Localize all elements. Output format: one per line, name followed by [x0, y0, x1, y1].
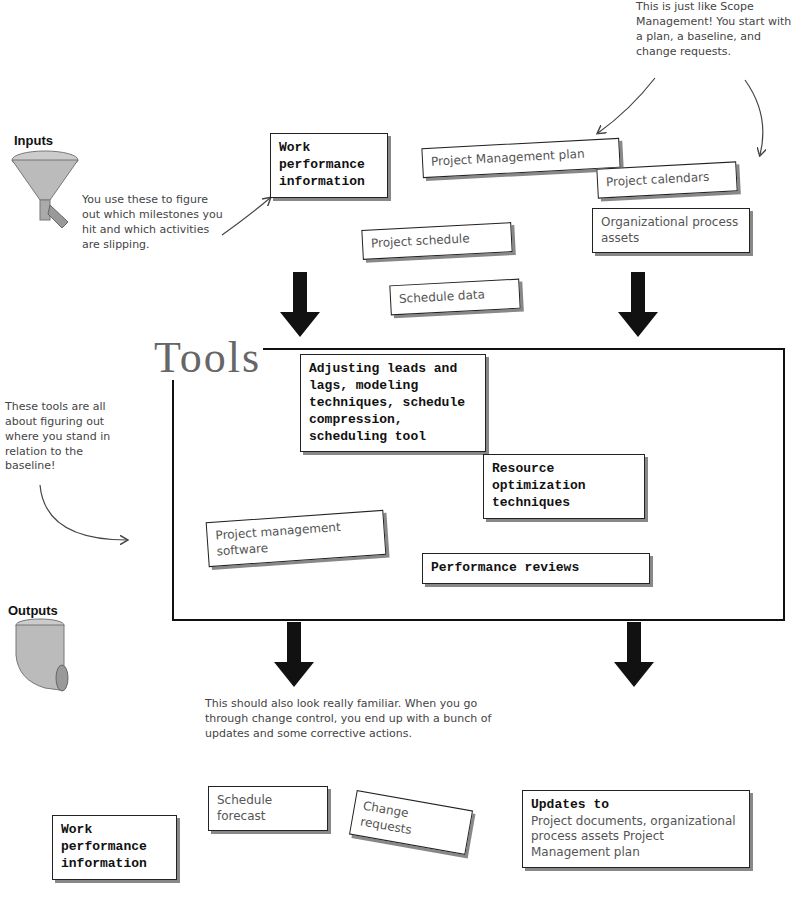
box-text: Schedule data	[399, 286, 512, 307]
section-label: Inputs	[14, 133, 94, 148]
funnel-icon	[12, 151, 78, 228]
box-text: Updates to	[531, 797, 741, 814]
box-text: Work performance information	[279, 140, 379, 191]
box-text: Adjusting leads and lags, modeling techn…	[309, 361, 477, 445]
input-card: Project schedule	[361, 222, 512, 259]
tool-card: Project management software	[206, 510, 387, 567]
tool-card: Performance reviews	[422, 553, 650, 584]
box-text: Project calendars	[606, 169, 729, 191]
box-text: Work performance information	[61, 822, 168, 873]
tool-card: Adjusting leads and lags, modeling techn…	[300, 354, 486, 452]
box-text: Organizational process assets	[601, 215, 741, 246]
box-text: Schedule forecast	[217, 793, 319, 824]
tools-box: ToolsAdjusting leads and lags, modeling …	[172, 348, 785, 621]
output-card: Schedule forecast	[208, 786, 328, 831]
box-text: Resource optimization techniques	[492, 461, 636, 512]
pipe-icon	[16, 619, 68, 691]
note: This should also look really familiar. W…	[205, 697, 515, 742]
output-card: Work performance information	[52, 815, 177, 880]
box-text: Tools	[152, 336, 263, 380]
box-text: Project schedule	[371, 230, 504, 252]
tool-card: Resource optimization techniques	[483, 454, 645, 519]
input-card: Organizational process assets	[592, 208, 750, 253]
input-card: Schedule data	[389, 279, 520, 315]
input-card: Work performance information	[270, 133, 388, 198]
input-card: Project calendars	[596, 161, 737, 198]
output-card: Updates toProject documents, organizatio…	[522, 790, 750, 868]
note: This is just like Scope Management! You …	[636, 0, 800, 59]
input-card: Project Management plan	[421, 138, 620, 178]
note: You use these to figure out which milest…	[82, 193, 227, 252]
box-text: Performance reviews	[431, 560, 641, 577]
box-text: Project management software	[215, 517, 377, 559]
output-card: Change requests	[349, 790, 473, 855]
note: These tools are all about figuring out w…	[5, 400, 133, 474]
section-label: Outputs	[8, 603, 88, 618]
box-text: Project documents, organizational proces…	[531, 814, 741, 861]
box-text: Change requests	[359, 799, 463, 847]
box-text: Project Management plan	[431, 145, 612, 170]
